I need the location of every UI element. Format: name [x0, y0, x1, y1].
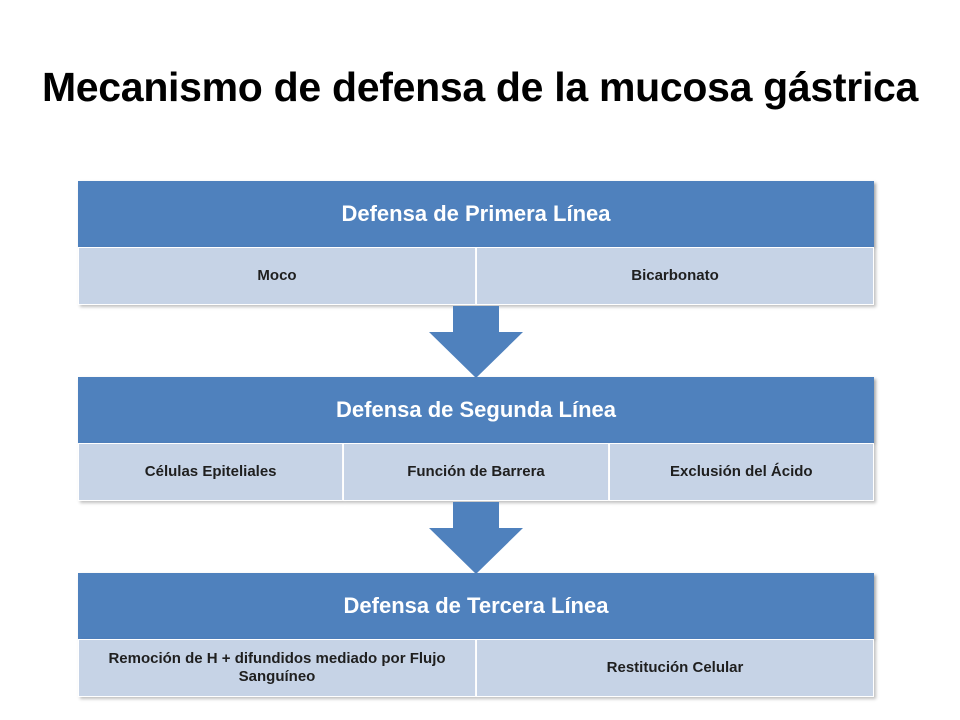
item-remocion-h: Remoción de H + difundidos mediado por F… — [78, 639, 476, 697]
item-moco: Moco — [78, 247, 476, 305]
down-arrow-icon — [429, 502, 523, 574]
first-line-heading: Defensa de Primera Línea — [78, 181, 874, 247]
second-line-block: Defensa de Segunda Línea Células Epiteli… — [78, 377, 874, 501]
third-line-heading: Defensa de Tercera Línea — [78, 573, 874, 639]
item-bicarbonato: Bicarbonato — [476, 247, 874, 305]
down-arrow-icon — [429, 306, 523, 378]
third-line-block: Defensa de Tercera Línea Remoción de H +… — [78, 573, 874, 697]
third-line-items: Remoción de H + difundidos mediado por F… — [78, 639, 874, 697]
page-title: Mecanismo de defensa de la mucosa gástri… — [41, 64, 919, 110]
second-line-items: Células Epiteliales Función de Barrera E… — [78, 443, 874, 501]
item-funcion-de-barrera: Función de Barrera — [343, 443, 609, 501]
item-restitucion-celular: Restitución Celular — [476, 639, 874, 697]
first-line-block: Defensa de Primera Línea Moco Bicarbonat… — [78, 181, 874, 305]
item-celulas-epiteliales: Células Epiteliales — [78, 443, 344, 501]
second-line-heading: Defensa de Segunda Línea — [78, 377, 874, 443]
item-exclusion-del-acido: Exclusión del Ácido — [608, 443, 874, 501]
first-line-items: Moco Bicarbonato — [78, 247, 874, 305]
